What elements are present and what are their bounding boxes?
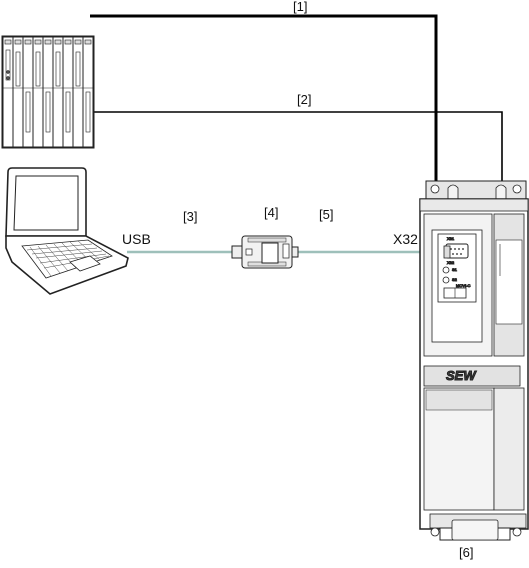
panel-label-s1: S1 — [452, 267, 458, 272]
usb-interface-adapter-icon — [231, 235, 299, 269]
cable-1 — [90, 14, 438, 183]
panel-label-x32: X32 — [447, 260, 455, 265]
panel-label-movi: MOVI-C — [456, 283, 471, 288]
x32-port-label: X32 — [393, 231, 418, 247]
callout-6: [6] — [459, 545, 473, 560]
panel-label-x31: X31 — [447, 236, 455, 241]
callout-1: [1] — [293, 0, 307, 14]
callout-5: [5] — [319, 207, 333, 222]
x32-plug-icon — [443, 245, 451, 259]
callout-3: [3] — [183, 209, 197, 224]
usb-port-label: USB — [122, 231, 151, 247]
sew-logo: SEW — [446, 368, 477, 383]
servo-drive-inverter-icon: X31 X32 S1 S2 MOVI-C SEW — [419, 180, 529, 541]
panel-label-s2: S2 — [452, 277, 458, 282]
plc-rack-icon — [1, 35, 95, 149]
callout-4: [4] — [264, 205, 278, 220]
laptop-icon — [5, 167, 129, 295]
callout-2: [2] — [297, 92, 311, 107]
